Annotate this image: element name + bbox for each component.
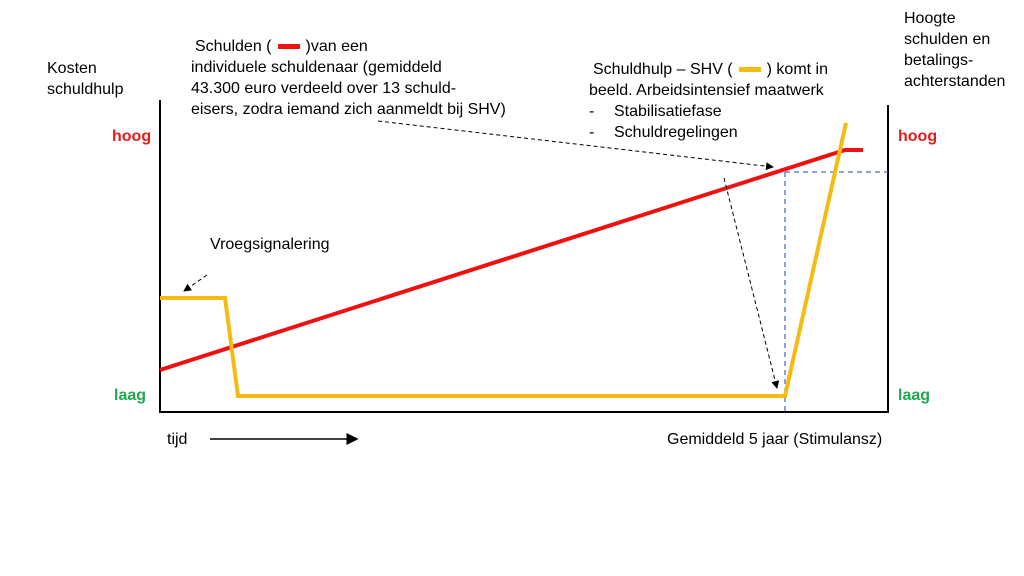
debt-legend-swatch xyxy=(277,44,300,50)
left-axis-title: Kosten schuldhulp xyxy=(47,58,124,100)
debt-line xyxy=(159,148,863,372)
left-axis-title-line: schuldhulp xyxy=(47,81,124,98)
help-bullet-text: Schuldregelingen xyxy=(614,124,738,141)
debt-annotation-suffix: )van een xyxy=(305,38,368,55)
help-bullet: -Schuldregelingen xyxy=(589,124,738,141)
debt-annotation-line: individuele schuldenaar (gemiddeld xyxy=(191,59,442,76)
left-axis-title-line: Kosten xyxy=(47,60,97,77)
help-legend-swatch xyxy=(738,67,761,73)
right-axis-title-line: Hoogte xyxy=(904,10,956,27)
right-axis-title: Hoogte schulden en betalings- achterstan… xyxy=(904,8,1005,92)
time-label: tijd xyxy=(167,431,188,448)
help-annotation: Schuldhulp – SHV ( ) komt in beeld. Arbei… xyxy=(589,59,828,143)
right-axis-title-line: betalings- xyxy=(904,52,974,69)
help-bullet-text: Stabilisatiefase xyxy=(614,103,722,120)
right-axis-title-line: schulden en xyxy=(904,31,991,48)
debt-annotation-line: eisers, zodra iemand zich aanmeldt bij S… xyxy=(191,101,506,118)
right-axis-title-line: achterstanden xyxy=(904,73,1006,90)
debt-annotation-arrow xyxy=(377,120,774,171)
help-annotation-line: beeld. Arbeidsintensief maatwerk xyxy=(589,82,824,99)
right-high-label: hoog xyxy=(898,128,938,145)
help-annotation-prefix: Schuldhulp – SHV ( xyxy=(593,61,733,78)
help-bullet: -Stabilisatiefase xyxy=(589,103,722,120)
help-annotation-arrow xyxy=(723,177,780,389)
left-low-label: laag xyxy=(114,387,147,404)
left-high-label: hoog xyxy=(112,128,152,145)
early-signal-label: Vroegsignalering xyxy=(210,236,330,253)
debt-annotation-prefix: Schulden ( xyxy=(195,38,272,55)
help-annotation-suffix: ) komt in xyxy=(766,61,828,78)
debt-annotation: Schulden ( )van een individuele schuldena… xyxy=(191,36,506,120)
debt-annotation-line: 43.300 euro verdeeld over 13 schuld- xyxy=(191,80,457,97)
right-low-label: laag xyxy=(898,387,931,404)
early-signal-arrow xyxy=(183,274,208,292)
duration-label: Gemiddeld 5 jaar (Stimulansz) xyxy=(667,431,883,448)
help-line xyxy=(160,122,848,398)
